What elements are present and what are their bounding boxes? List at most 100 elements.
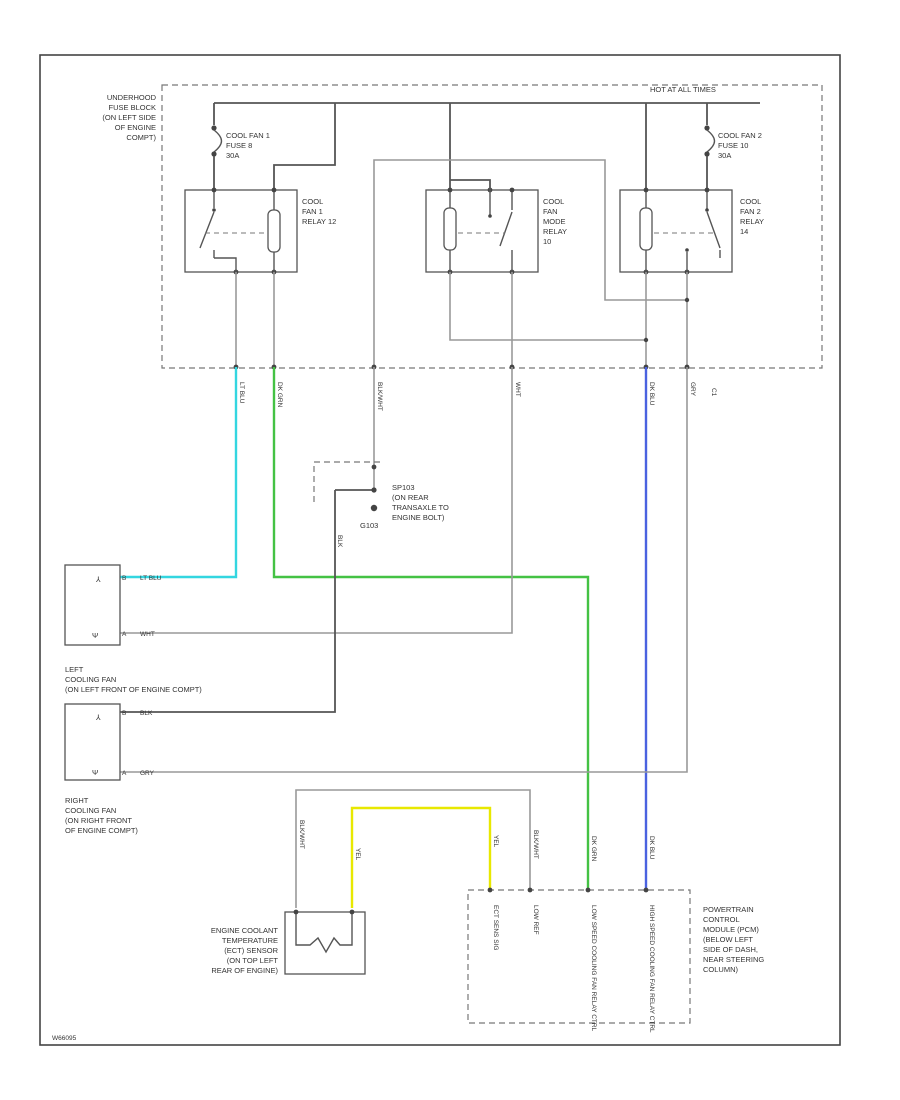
- svg-text:(ON TOP LEFT: (ON TOP LEFT: [227, 956, 279, 965]
- svg-text:TRANSAXLE TO: TRANSAXLE TO: [392, 503, 449, 512]
- left-cooling-fan-label: LEFT COOLING FAN (ON LEFT FRONT OF ENGIN…: [65, 665, 202, 694]
- right-fan-wire-gry-label: GRY: [140, 770, 155, 777]
- svg-text:Ψ: Ψ: [92, 631, 98, 640]
- relay-cool-fan-2-label: COOL FAN 2 RELAY 14: [740, 197, 764, 236]
- svg-text:(ON RIGHT FRONT: (ON RIGHT FRONT: [65, 816, 132, 825]
- svg-text:10: 10: [543, 237, 551, 246]
- svg-text:⅄: ⅄: [95, 575, 101, 584]
- hot-at-all-times-label: HOT AT ALL TIMES: [650, 85, 716, 94]
- ect-wire-blk-wht-label: BLK/WHT: [298, 820, 305, 849]
- ect-sensor: [284, 909, 366, 975]
- pcm-wire-dk-blu-label: DK BLU: [648, 836, 655, 860]
- fuse-cool-fan-1: [211, 125, 223, 190]
- svg-text:RELAY: RELAY: [740, 217, 764, 226]
- ground-g103-label: G103: [360, 521, 378, 530]
- svg-text:COMPT): COMPT): [126, 133, 156, 142]
- fuse-cool-fan-2: [704, 125, 716, 190]
- wire-ect-low-ref: [295, 789, 531, 908]
- ect-wire-yel-label: YEL: [354, 848, 361, 861]
- right-fan-wire-blk-label: BLK: [140, 710, 153, 717]
- svg-text:BLK: BLK: [336, 535, 343, 548]
- svg-text:OF ENGINE: OF ENGINE: [115, 123, 156, 132]
- left-fan-wire-wht-label: WHT: [140, 631, 155, 638]
- relay-cool-fan-mode-label: COOL FAN MODE RELAY 10: [543, 197, 567, 246]
- wire-blk-ground: [120, 490, 336, 713]
- wire-ect-yel: [350, 806, 492, 908]
- svg-text:(ECT) SENSOR: (ECT) SENSOR: [224, 946, 278, 955]
- ect-sensor-label: ENGINE COOLANT TEMPERATURE (ECT) SENSOR …: [211, 926, 279, 975]
- relay-cool-fan-mode: [425, 179, 539, 275]
- svg-text:A: A: [122, 631, 127, 638]
- svg-text:COOL: COOL: [740, 197, 761, 206]
- svg-text:DK BLU: DK BLU: [648, 382, 655, 406]
- wire-lt-blu: [120, 367, 238, 579]
- svg-text:(ON REAR: (ON REAR: [392, 493, 429, 502]
- left-cooling-fan: ⅄ Ψ B A: [64, 564, 127, 646]
- wire-wht: [120, 367, 513, 634]
- left-fan-wire-lt-blu-label: LT BLU: [140, 575, 162, 582]
- svg-text:HIGH SPEED COOLING FAN RELAY C: HIGH SPEED COOLING FAN RELAY CTRL: [648, 905, 655, 1033]
- diagram-id: W66095: [52, 1035, 77, 1042]
- svg-text:CONTROL: CONTROL: [703, 915, 740, 924]
- svg-text:A: A: [122, 770, 127, 777]
- wire-gry: [120, 367, 688, 773]
- svg-text:REAR OF ENGINE): REAR OF ENGINE): [211, 966, 278, 975]
- svg-text:LOW SPEED COOLING FAN RELAY CT: LOW SPEED COOLING FAN RELAY CTRL: [590, 905, 597, 1032]
- svg-text:COOL: COOL: [543, 197, 564, 206]
- svg-text:RELAY 12: RELAY 12: [302, 217, 336, 226]
- svg-text:COLUMN): COLUMN): [703, 965, 739, 974]
- svg-text:RELAY: RELAY: [543, 227, 567, 236]
- svg-text:LT BLU: LT BLU: [238, 382, 245, 404]
- svg-text:BLK/WHT: BLK/WHT: [376, 382, 383, 411]
- pcm-module: [467, 887, 691, 1024]
- splice-sp103-label: SP103 (ON REAR TRANSAXLE TO ENGINE BOLT): [392, 483, 449, 522]
- fuse-block-label: UNDERHOOD FUSE BLOCK (ON LEFT SIDE OF EN…: [102, 93, 156, 142]
- svg-text:OF ENGINE COMPT): OF ENGINE COMPT): [65, 826, 138, 835]
- pcm-pin-labels: ECT SENS SIG LOW REF LOW SPEED COOLING F…: [492, 905, 655, 1033]
- svg-text:30A: 30A: [226, 151, 239, 160]
- svg-text:NEAR STEERING: NEAR STEERING: [703, 955, 764, 964]
- svg-text:LEFT: LEFT: [65, 665, 84, 674]
- svg-text:SIDE OF DASH,: SIDE OF DASH,: [703, 945, 758, 954]
- svg-text:MODULE (PCM): MODULE (PCM): [703, 925, 759, 934]
- svg-text:B: B: [122, 575, 126, 582]
- wire-color-labels: LT BLU DK GRN BLK/WHT WHT DK BLU GRY BLK: [238, 382, 696, 548]
- svg-text:⅄: ⅄: [95, 713, 101, 722]
- ground-g103-symbol: [370, 504, 378, 512]
- svg-text:ENGINE BOLT): ENGINE BOLT): [392, 513, 445, 522]
- svg-text:FUSE BLOCK: FUSE BLOCK: [108, 103, 156, 112]
- svg-text:RIGHT: RIGHT: [65, 796, 89, 805]
- svg-text:FAN: FAN: [543, 207, 558, 216]
- svg-text:COOLING FAN: COOLING FAN: [65, 806, 116, 815]
- pcm-label: POWERTRAIN CONTROL MODULE (PCM) (BELOW L…: [703, 905, 764, 974]
- right-cooling-fan-label: RIGHT COOLING FAN (ON RIGHT FRONT OF ENG…: [65, 796, 138, 835]
- svg-text:TEMPERATURE: TEMPERATURE: [222, 936, 278, 945]
- wire-dk-grn: [272, 367, 590, 890]
- fuse-cool-fan-1-label: COOL FAN 1 FUSE 8 30A: [226, 131, 270, 160]
- svg-text:LOW REF: LOW REF: [532, 905, 539, 935]
- svg-text:ECT SENS SIG: ECT SENS SIG: [492, 905, 499, 950]
- svg-text:WHT: WHT: [514, 382, 521, 397]
- svg-text:SP103: SP103: [392, 483, 415, 492]
- svg-text:30A: 30A: [718, 151, 731, 160]
- pcm-wire-yel-label: YEL: [492, 835, 499, 848]
- svg-text:COOL FAN 2: COOL FAN 2: [718, 131, 762, 140]
- svg-text:COOL FAN 1: COOL FAN 1: [226, 131, 270, 140]
- svg-text:COOL: COOL: [302, 197, 323, 206]
- diagram-border: [39, 54, 841, 1046]
- svg-text:FUSE 8: FUSE 8: [226, 141, 252, 150]
- svg-text:POWERTRAIN: POWERTRAIN: [703, 905, 754, 914]
- svg-text:(ON LEFT FRONT OF ENGINE COMPT: (ON LEFT FRONT OF ENGINE COMPT): [65, 685, 202, 694]
- fuse-block-outline: [161, 84, 823, 369]
- svg-text:COOLING FAN: COOLING FAN: [65, 675, 116, 684]
- connector-c1: [233, 364, 690, 370]
- relay-cool-fan-1-label: COOL FAN 1 RELAY 12: [302, 197, 336, 226]
- right-cooling-fan: ⅄ Ψ B A: [64, 703, 127, 781]
- svg-text:(BELOW LEFT: (BELOW LEFT: [703, 935, 753, 944]
- connector-c1-label: C1: [710, 388, 717, 397]
- relay-cool-fan-2: [619, 187, 733, 275]
- relay-cool-fan-1: [184, 187, 298, 275]
- svg-text:UNDERHOOD: UNDERHOOD: [107, 93, 157, 102]
- svg-text:FAN 1: FAN 1: [302, 207, 323, 216]
